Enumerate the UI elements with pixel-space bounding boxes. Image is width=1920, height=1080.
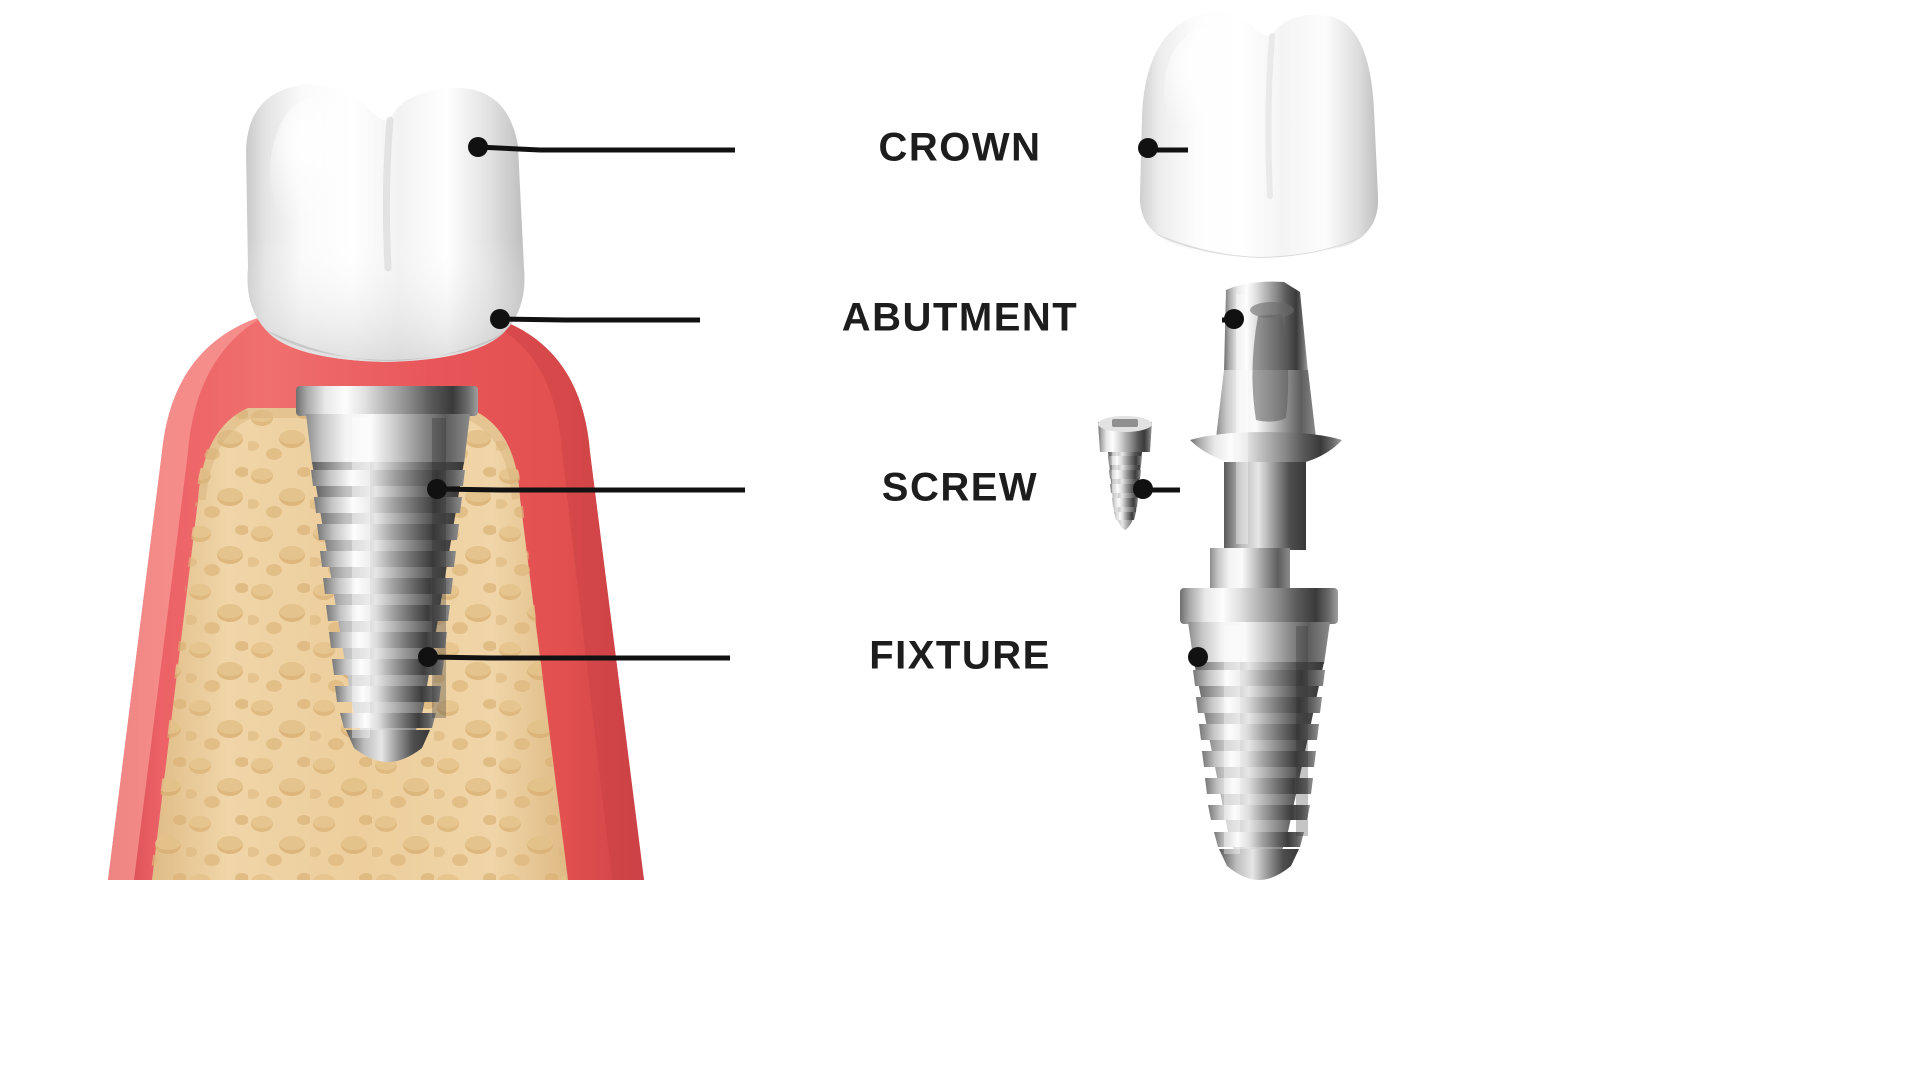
leader-screw-right-dot [1133,479,1153,499]
leader-crown-right-dot [1138,138,1158,158]
implant-neck [306,414,470,464]
abutment-shank [1224,462,1306,550]
implant-in-bone [296,386,478,762]
crown-component [1139,12,1379,258]
abutment-flange [1190,432,1342,468]
implant-apex [346,730,430,762]
screw-threads [1108,456,1142,520]
fixture-component [1180,548,1338,880]
leader-fixture-left-connector [427,654,491,661]
leader-lines-group [418,137,1244,667]
leader-screw-left-dot [427,479,447,499]
cross-section-view [108,84,644,880]
leader-fixture [418,647,1208,667]
abutment-component [1190,281,1342,550]
fixture-neck [1188,622,1330,664]
implant-collar [296,386,478,416]
labels-group: CROWN ABUTMENT SCREW FIXTURE [842,126,1078,678]
leader-abutment [490,309,1244,329]
leader-crown-left-connector [477,144,541,153]
leader-crown-left-dot [468,137,488,157]
leader-fixture-right-dot [1188,647,1208,667]
fixture-threads [1193,670,1325,847]
fixture-apex [1219,849,1299,880]
label-fixture: FIXTURE [869,634,1051,678]
leader-fixture-left-dot [418,647,438,667]
label-abutment: ABUTMENT [842,296,1078,340]
fixture-inner-neck [1210,548,1290,590]
crown-cross-section [246,84,525,362]
leader-abutment-left-dot [490,309,510,329]
screw-component [1098,416,1152,530]
leader-screw [427,479,1180,499]
leader-abutment-right-dot [1224,309,1244,329]
implant-threads [311,470,465,728]
leader-crown [468,137,1188,158]
exploded-view [1098,12,1379,880]
leader-abutment-left-connector [499,316,566,323]
fixture-collar [1180,588,1338,624]
leader-screw-left-connector [436,486,501,493]
screw-slot [1112,419,1138,427]
label-crown: CROWN [878,126,1041,170]
label-screw: SCREW [882,466,1038,510]
